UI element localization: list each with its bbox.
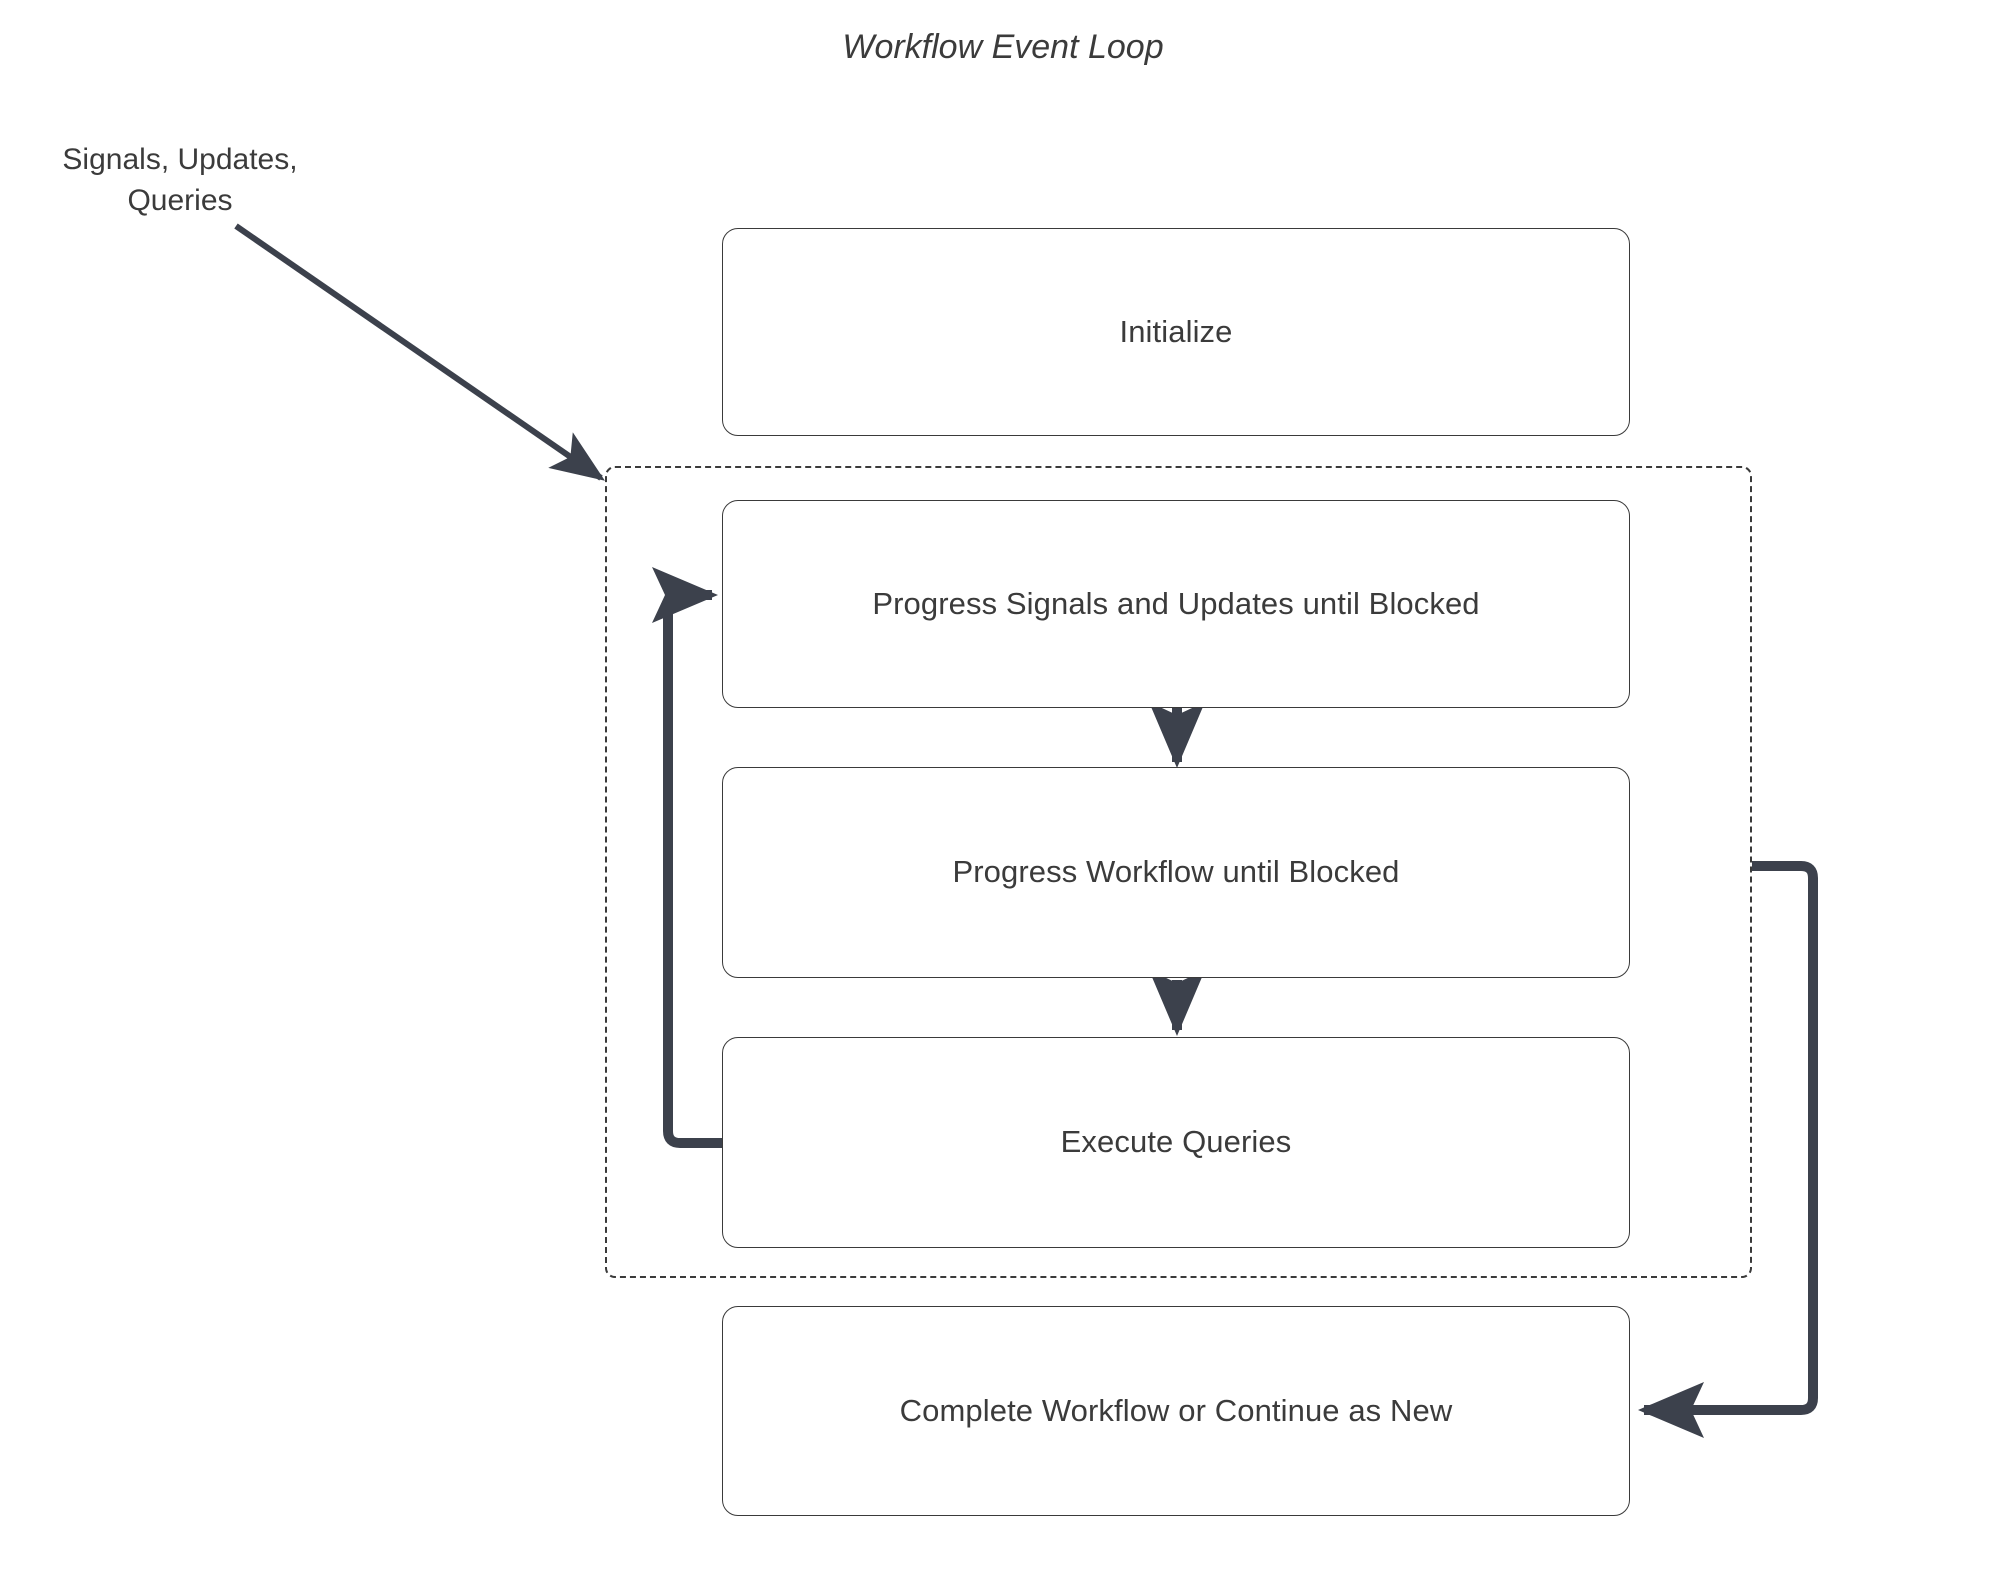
node-progress-signals-updates[interactable]: Progress Signals and Updates until Block… <box>722 500 1630 708</box>
node-initialize-label: Initialize <box>1119 313 1233 349</box>
node-initialize[interactable]: Initialize <box>722 228 1630 436</box>
node-complete-or-continue-label: Complete Workflow or Continue as New <box>899 1392 1453 1428</box>
external-input-label: Signals, Updates,Queries <box>62 143 298 217</box>
edge-queries-back-to-signals <box>652 567 722 1148</box>
event-loop-dashed-region <box>605 466 1752 1278</box>
node-execute-queries[interactable]: Execute Queries <box>722 1037 1630 1248</box>
edge-loop-exit-to-complete <box>1638 861 1818 1438</box>
node-progress-signals-updates-label: Progress Signals and Updates until Block… <box>872 585 1480 621</box>
node-complete-or-continue[interactable]: Complete Workflow or Continue as New <box>722 1306 1630 1516</box>
edge-external-input-to-loop <box>234 223 605 481</box>
node-execute-queries-label: Execute Queries <box>1060 1124 1292 1160</box>
page-title: Workflow Event Loop <box>842 28 1164 66</box>
node-progress-workflow-label: Progress Workflow until Blocked <box>952 854 1400 890</box>
node-progress-workflow[interactable]: Progress Workflow until Blocked <box>722 767 1630 978</box>
